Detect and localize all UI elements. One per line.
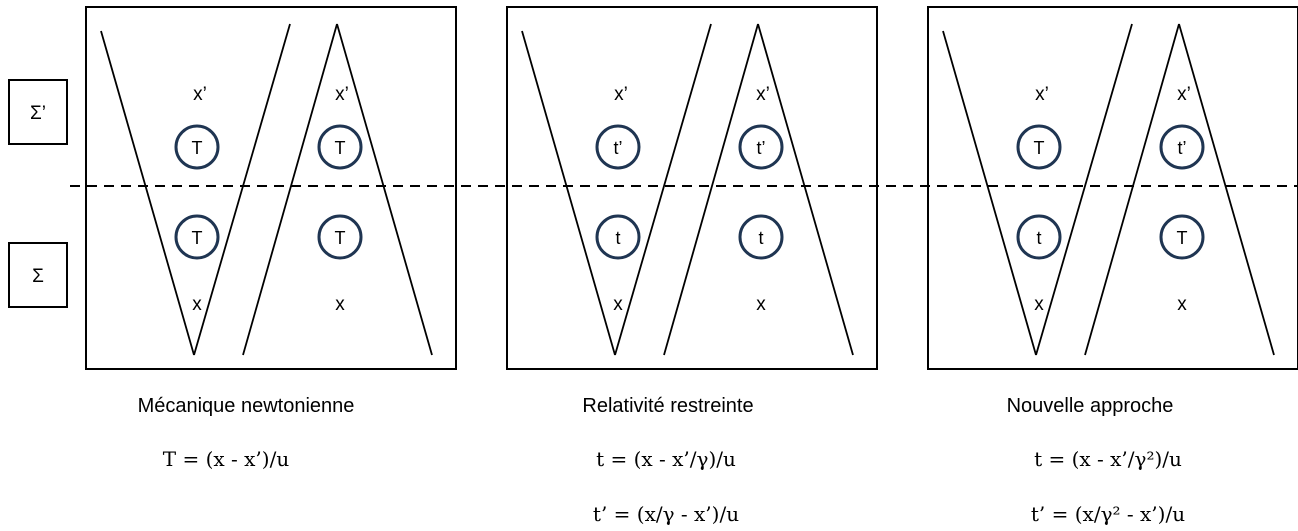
clock-lower-right-label: T: [1177, 228, 1188, 248]
clock-lower-left-label: t: [1036, 228, 1041, 248]
top-label-right: x’: [756, 84, 770, 105]
frame-box-lower: [8, 242, 68, 308]
bottom-label-right: x: [335, 294, 345, 315]
worldline-left-a: [521, 30, 616, 356]
bottom-label-left: x: [1034, 294, 1044, 315]
top-label-left: x’: [614, 84, 628, 105]
worldline-right-b: [757, 23, 854, 356]
equation-2: t’ = (x/γ - x’)/u: [593, 502, 739, 526]
panel-newtonian: x’ x’ T T T T x x Mécanique newtonienne …: [85, 6, 457, 471]
worldline-left-b: [193, 23, 291, 356]
top-label-right: x’: [335, 84, 349, 105]
clock-upper-left: [595, 124, 641, 170]
worldline-left-a: [942, 30, 1037, 356]
clock-upper-right-label: t’: [757, 138, 766, 158]
clock-upper-left-label: T: [192, 138, 203, 158]
worldline-left-b: [614, 23, 712, 356]
panel-frame: [927, 6, 1298, 370]
equation-1: T = (x - x’)/u: [163, 447, 290, 471]
clock-lower-right: [1159, 214, 1205, 260]
bottom-label-left: x: [613, 294, 623, 315]
bottom-label-left: x: [192, 294, 202, 315]
bottom-label-right: x: [1177, 294, 1187, 315]
panel-frame: [85, 6, 457, 370]
worldline-right-b: [336, 23, 433, 356]
panel-new-approach: x’ x’ T t’ t T x x Nouvelle approche t =…: [927, 6, 1298, 526]
equation-1: t = (x - x’/γ)/u: [596, 447, 736, 471]
clock-lower-left-label: T: [192, 228, 203, 248]
clock-upper-right-label: T: [335, 138, 346, 158]
clock-lower-right: [317, 214, 363, 260]
clock-upper-right: [738, 124, 784, 170]
clock-lower-right-label: t: [758, 228, 763, 248]
clock-upper-left: [174, 124, 220, 170]
clock-lower-right-label: T: [335, 228, 346, 248]
top-label-left: x’: [193, 84, 207, 105]
worldline-right-a: [663, 23, 759, 356]
worldline-right-a: [242, 23, 338, 356]
clock-upper-right-label: t’: [1178, 138, 1187, 158]
panel-caption: Nouvelle approche: [1007, 395, 1174, 417]
bottom-label-right: x: [756, 294, 766, 315]
panel-caption: Relativité restreinte: [582, 395, 753, 417]
top-label-right: x’: [1177, 84, 1191, 105]
clock-upper-left-label: t’: [614, 138, 623, 158]
top-label-left: x’: [1035, 84, 1049, 105]
equation-1: t = (x - x’/γ²)/u: [1034, 447, 1182, 471]
frame-label-lower: Σ: [32, 266, 44, 287]
panel-caption: Mécanique newtonienne: [138, 395, 355, 417]
clock-lower-left: [174, 214, 220, 260]
panel-special-relativity: x’ x’ t’ t’ t t x x Relativité restreint…: [506, 6, 878, 526]
clock-lower-right: [738, 214, 784, 260]
worldline-right-b: [1178, 23, 1275, 356]
clock-lower-left: [595, 214, 641, 260]
clock-lower-left: [1016, 214, 1062, 260]
panel-frame: [506, 6, 878, 370]
clock-upper-left: [1016, 124, 1062, 170]
worldline-left-a: [100, 30, 195, 356]
clock-upper-left-label: T: [1034, 138, 1045, 158]
clock-upper-right: [1159, 124, 1205, 170]
clock-lower-left-label: t: [615, 228, 620, 248]
worldline-left-b: [1035, 23, 1133, 356]
equation-2: t’ = (x/γ² - x’)/u: [1031, 502, 1185, 526]
frame-box-upper: [8, 79, 68, 145]
frame-label-upper: Σ’: [30, 103, 46, 124]
clock-upper-right: [317, 124, 363, 170]
worldline-right-a: [1084, 23, 1180, 356]
